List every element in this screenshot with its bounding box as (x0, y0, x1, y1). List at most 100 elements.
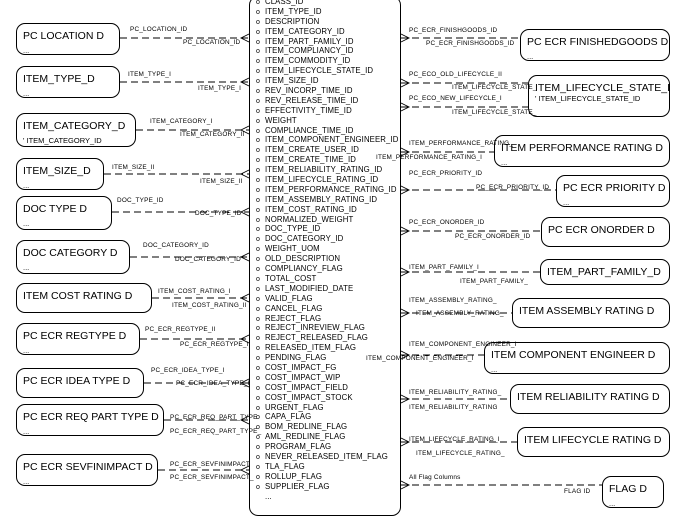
rel-label: PC_LOCATION_ID (183, 39, 241, 46)
rel-label: PC_ECR_IDEA_TYPE_I (176, 380, 250, 387)
attribute-marker: o (256, 48, 260, 56)
entity-item-performance-rating-d[interactable]: ITEM PERFORMANCE RATING D ... (494, 135, 670, 167)
attribute-marker: o (256, 404, 260, 412)
rel-label: ITEM_LIFECYCLE_RATING_ (416, 450, 505, 457)
rel-label: DOC_CATEGORY_ID (175, 256, 241, 263)
attribute-name: WEIGHT_UOM (265, 244, 320, 254)
attribute-name: ITEM_RELIABILITY_RATING_ID (265, 165, 383, 175)
entity-pc-ecr-sevfinimpact-d[interactable]: PC ECR SEVFINIMPACT D ... (16, 454, 158, 486)
entity-item-lifecycle-state[interactable]: ITEM_LIFECYCLE_STATE_I ' ITEM_LIFECYCLE_… (528, 75, 670, 117)
attribute-name: ITEM_COMPONENT_ENGINEER_ID (265, 135, 399, 145)
entity-item-lifecycle-rating-d[interactable]: ITEM LIFECYCLE RATING D (517, 427, 670, 457)
crows-foot-marker (239, 252, 250, 262)
attribute-name: REJECT_FLAG (265, 313, 322, 323)
entity-pc-ecr-priority-d[interactable]: PC ECR PRIORITY D ... (556, 175, 670, 207)
rel-label: All Flag Columns (409, 474, 461, 481)
attribute-row: o DOC_CATEGORY_ID (256, 234, 398, 244)
attribute-marker: o (256, 414, 260, 422)
entity-item-reliability-rating-d[interactable]: ITEM RELIABILITY RATING D (510, 384, 670, 414)
attribute-marker: o (256, 147, 260, 155)
entity-flag-d[interactable]: FLAG D ... (602, 476, 664, 508)
entity-pc-ecr-finishedgoods-d[interactable]: PC ECR FINISHEDGOODS D ... (520, 29, 670, 61)
entity-doc-type-d[interactable]: DOC TYPE D ... (16, 196, 112, 230)
entity-subtitle: ... (548, 240, 555, 249)
entity-title: ITEM ASSEMBLY RATING D (519, 305, 655, 317)
attribute-marker: o (256, 157, 260, 165)
rel-label: ITEM_LIFECYCLE_STATE_ (452, 109, 537, 116)
entity-title: ITEM_LIFECYCLE_STATE_I (535, 82, 670, 94)
rel-label: PC_ECR_FINISHGOODS_ID (426, 40, 515, 47)
rel-label: ITEM_COST_RATING_I (158, 288, 231, 295)
entity-title: PC ECR ONORDER D (548, 224, 655, 236)
entity-item-type-d[interactable]: ITEM_TYPE_D ... (16, 66, 120, 98)
rel-label: ITEM_ASSEMBLY_RATING_ (409, 297, 497, 304)
crows-foot-marker (400, 437, 411, 447)
attribute-marker: o (256, 107, 260, 115)
entity-item-component-engineer-d[interactable]: ITEM COMPONENT ENGINEER D ... (484, 342, 670, 374)
rel-label: ITEM_ASSEMBLY_RATING_ (416, 310, 504, 317)
entity-item-cost-rating-d[interactable]: ITEM COST RATING D (16, 283, 152, 313)
crows-foot-marker (400, 147, 411, 157)
attribute-name: NORMALIZED_WEIGHT (265, 214, 354, 224)
entity-subtitle: ... (563, 198, 570, 207)
entity-item-part-family-d[interactable]: ITEM_PART_FAMILY_D (540, 259, 670, 285)
entity-title: PC ECR IDEA TYPE D (23, 375, 131, 387)
attribute-marker: o (256, 97, 260, 105)
rel-label: PC_ECR_REQ_PART_TYPE (170, 414, 258, 421)
attribute-name: DOC_CATEGORY_ID (265, 234, 344, 244)
attribute-marker: o (256, 295, 260, 303)
attribute-marker: o (256, 206, 260, 214)
entity-item-size-d[interactable]: ITEM_SIZE_D ... (16, 158, 104, 190)
rel-label: DOC_CATEGORY_ID (143, 242, 209, 249)
entity-pc-ecr-req-part-type-d[interactable]: PC ECR REQ PART TYPE D ... (16, 404, 164, 436)
attribute-marker: o (256, 394, 260, 402)
attribute-name: COMPLIANCE_TIME_ID (265, 125, 354, 135)
entity-doc-category-d[interactable]: DOC CATEGORY D ... (16, 240, 130, 274)
rel-label: ITEM_CATEGORY_II (180, 131, 245, 138)
entity-pc-location-d[interactable]: PC LOCATION D ... (16, 23, 120, 55)
crows-foot-marker (400, 308, 411, 318)
entity-pc-ecr-onorder-d[interactable]: PC ECR ONORDER D ... (541, 217, 670, 249)
entity-pc-ecr-idea-type-d[interactable]: PC ECR IDEA TYPE D ... (16, 368, 144, 400)
attribute-marker: o (256, 434, 260, 442)
entity-title: ITEM LIFECYCLE RATING D (524, 434, 662, 446)
entity-subtitle: ... (23, 477, 30, 486)
attribute-marker: o (256, 8, 260, 16)
entity-title: PC ECR REQ PART TYPE D (23, 411, 159, 423)
entity-title: ITEM_SIZE_D (23, 165, 91, 177)
entity-item-assembly-rating-d[interactable]: ITEM ASSEMBLY RATING D (512, 298, 670, 328)
attribute-marker: o (256, 88, 260, 96)
attribute-name: DESCRIPTION (265, 16, 320, 26)
rel-label: ITEM_PART_FAMILY_I (409, 264, 480, 271)
entity-subtitle: ... (23, 391, 30, 400)
rel-label: ITEM_RELIABILITY_RATING (409, 404, 498, 411)
entity-item-category-d[interactable]: ITEM_CATEGORY_D ' ITEM_CATEGORY_ID (16, 113, 136, 147)
entity-pc-ecr-regtype-d[interactable]: PC ECR REGTYPE D ... (16, 323, 140, 355)
crows-foot-marker (239, 378, 250, 388)
attribute-marker: o (256, 28, 260, 36)
attribute-name: COST_IMPACT_FIELD (265, 382, 349, 392)
rel-label: ITEM_COST_RATING_II (172, 302, 247, 309)
rel-label: ITEM_RELIABILITY_RATING_ (409, 389, 502, 396)
attribute-marker: o (256, 236, 260, 244)
